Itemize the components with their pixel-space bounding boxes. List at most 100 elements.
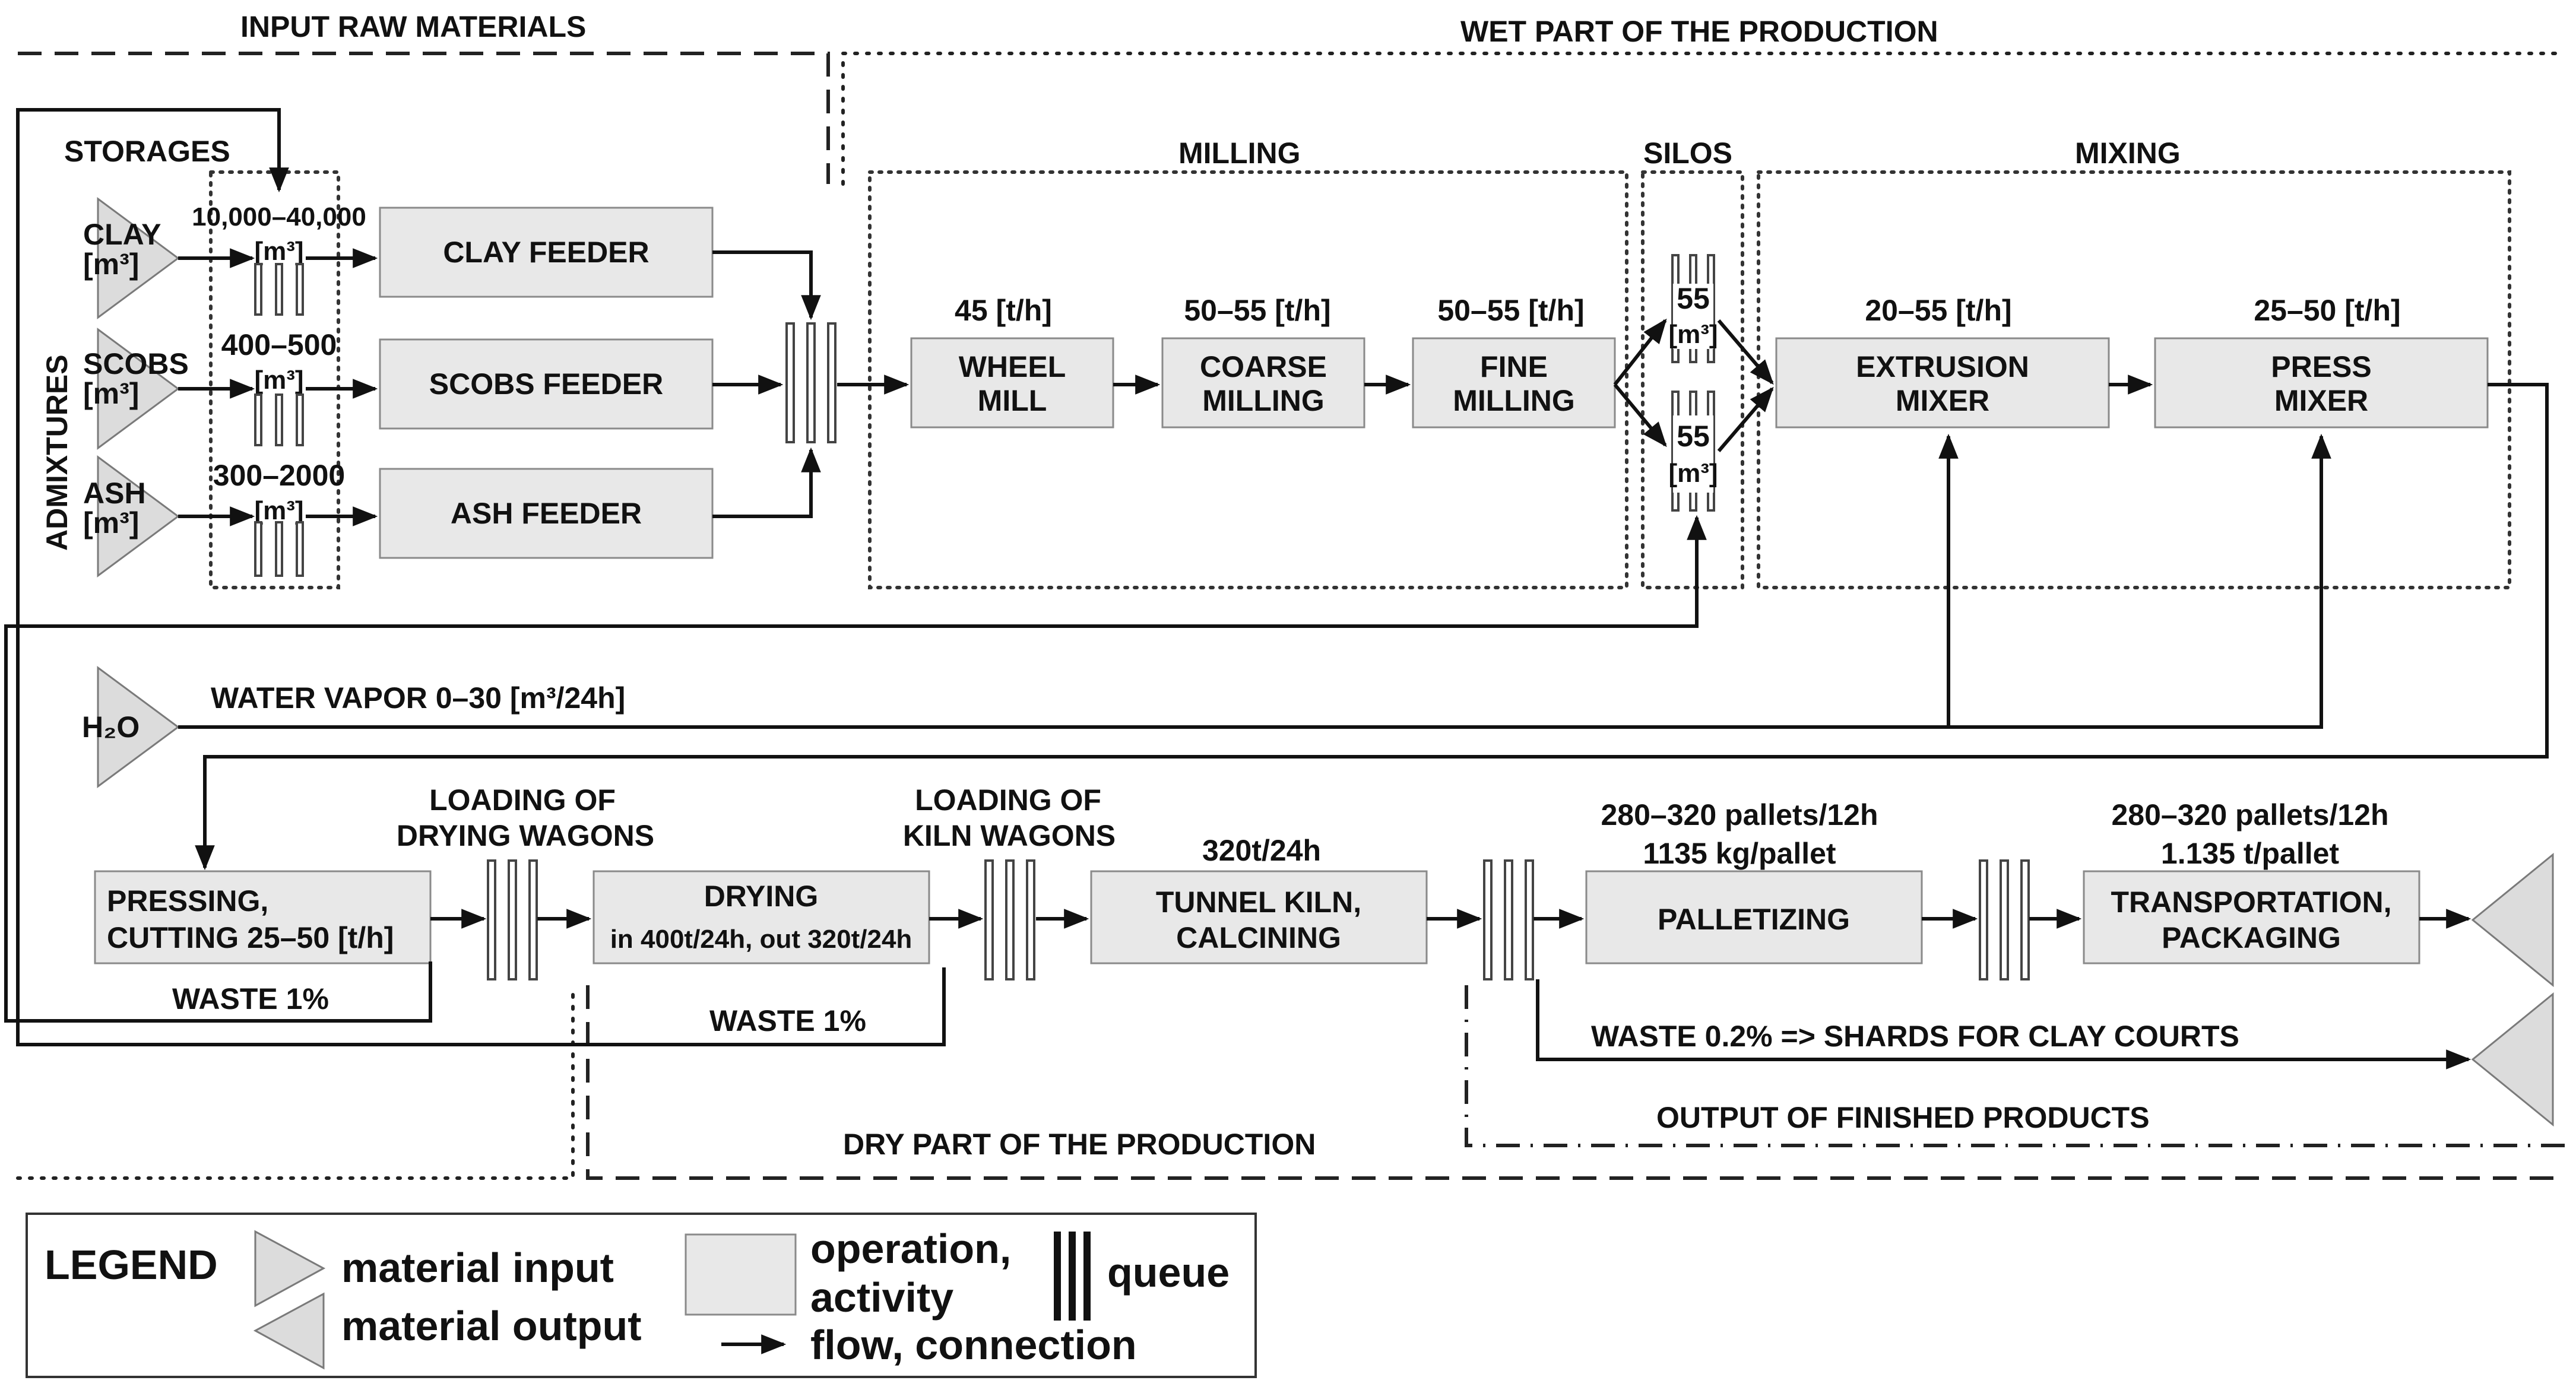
silo-1-to-mixer-flow xyxy=(1717,319,1774,385)
finished-product-output-icon xyxy=(2471,852,2554,988)
pressing-waste-return-flow xyxy=(4,515,1707,1023)
legend-material-output-icon xyxy=(253,1292,325,1370)
fine-milling-label-1: FINE xyxy=(1480,350,1548,383)
loading-kiln-label-2: KILN WAGONS xyxy=(903,819,1116,852)
ash-storage-capacity: 300–2000 xyxy=(213,459,345,492)
ash-input-unit: [m³] xyxy=(83,506,139,540)
transport-rate-2: 1.135 t/pallet xyxy=(2161,837,2339,870)
scobs-storage-queue xyxy=(254,393,304,446)
fine-to-silo-2-flow xyxy=(1613,383,1667,448)
extrusion-mixer-label-1: EXTRUSION xyxy=(1856,350,2029,383)
waste-output-icon xyxy=(2471,992,2554,1127)
ash-feeder-label: ASH FEEDER xyxy=(451,497,642,530)
drying-waste-return-flow xyxy=(16,108,946,1046)
output-part-boundary xyxy=(1465,985,2565,1147)
legend-operation-label-2: activity xyxy=(810,1274,953,1321)
clay-storage-capacity: 10,000–40,000 xyxy=(192,202,366,231)
press-mixer-to-pressing-flow xyxy=(195,383,2549,871)
milling-area xyxy=(868,170,1628,589)
palletizing-label: PALLETIZING xyxy=(1658,903,1850,936)
drying-label-2: in 400t/24h, out 320t/24h xyxy=(610,925,912,954)
scobs-feeder-box xyxy=(379,338,714,430)
palletizing-box xyxy=(1585,870,1923,964)
scobs-storage-unit: [m³] xyxy=(254,366,303,395)
silo-1-label-bg xyxy=(1673,284,1713,349)
legend-operation-label-1: operation, xyxy=(810,1226,1011,1272)
drying-box xyxy=(592,870,930,964)
scobs-feeder-label: SCOBS FEEDER xyxy=(429,367,664,401)
waste-shards-output-flow xyxy=(1536,979,2472,1070)
press-mixer-label-2: MIXER xyxy=(2274,384,2368,417)
scobs-input-label: SCOBS xyxy=(83,347,189,380)
storages-area xyxy=(209,170,340,589)
post-kiln-queue xyxy=(1483,859,1534,980)
tunnel-kiln-rate: 320t/24h xyxy=(1202,834,1321,867)
ash-feeder-to-queue-flow xyxy=(712,447,821,518)
legend-title: LEGEND xyxy=(45,1242,218,1288)
dry-part-boundary xyxy=(586,985,2565,1180)
legend-operation-icon xyxy=(685,1233,797,1316)
clay-input-icon xyxy=(97,197,180,319)
scobs-input-unit: [m³] xyxy=(83,377,139,410)
coarse-milling-label-2: MILLING xyxy=(1202,384,1325,417)
header-dry-part: DRY PART OF THE PRODUCTION xyxy=(843,1128,1316,1161)
loading-kiln-label-1: LOADING OF xyxy=(915,783,1101,817)
header-mixing: MIXING xyxy=(2075,137,2181,170)
silo-1-capacity: 55 xyxy=(1677,282,1710,315)
silo-2-capacity: 55 xyxy=(1677,420,1710,453)
silo-2-unit: [m³] xyxy=(1668,459,1718,488)
silo-2-label-bg xyxy=(1673,415,1713,493)
clay-feeder-box xyxy=(379,207,714,298)
wet-part-boundary xyxy=(841,52,2567,186)
water-input-icon xyxy=(97,666,180,788)
silos-area xyxy=(1641,170,1744,589)
water-to-press-mixer-flow xyxy=(178,433,2331,729)
kiln-wagons-queue xyxy=(984,859,1035,980)
loading-drying-label-2: DRYING WAGONS xyxy=(397,819,654,852)
pressing-cutting-label-1: PRESSING, xyxy=(107,884,268,918)
wheel-mill-label-2: MILL xyxy=(978,384,1047,417)
fine-milling-label-2: MILLING xyxy=(1453,384,1575,417)
silo-1-unit: [m³] xyxy=(1668,320,1718,349)
extrusion-mixer-rate: 20–55 [t/h] xyxy=(1865,294,2011,327)
waste-shards-label: WASTE 0.2% => SHARDS FOR CLAY COURTS xyxy=(1591,1020,2239,1053)
header-milling: MILLING xyxy=(1178,137,1301,170)
legend-material-output-label: material output xyxy=(341,1303,642,1349)
wheel-mill-label-1: WHEEL xyxy=(959,350,1066,383)
tunnel-kiln-label-1: TUNNEL KILN, xyxy=(1156,886,1361,919)
drying-waste-label: WASTE 1% xyxy=(709,1004,866,1037)
scobs-input-icon xyxy=(97,328,180,450)
wheel-mill-box xyxy=(910,337,1114,429)
palletizing-rate-2: 1135 kg/pallet xyxy=(1643,837,1836,870)
press-mixer-rate: 25–50 [t/h] xyxy=(2254,294,2400,327)
input-part-boundary xyxy=(18,52,830,184)
header-input-raw-materials: INPUT RAW MATERIALS xyxy=(240,10,586,43)
header-storages: STORAGES xyxy=(64,135,230,168)
legend-flow-label: flow, connection xyxy=(810,1322,1137,1368)
water-input-label: H₂O xyxy=(82,710,140,744)
ash-storage-queue xyxy=(254,521,304,577)
drying-label-1: DRYING xyxy=(704,880,819,913)
legend-material-input-label: material input xyxy=(341,1245,614,1291)
mixing-area xyxy=(1757,170,2511,589)
clay-feeder-to-queue-flow xyxy=(712,250,821,320)
feeder-merge-queue xyxy=(785,322,837,443)
coarse-milling-label-1: COARSE xyxy=(1200,350,1327,383)
clay-storage-queue xyxy=(254,263,304,316)
clay-feeder-label: CLAY FEEDER xyxy=(443,236,649,269)
tunnel-kiln-label-2: CALCINING xyxy=(1176,921,1341,954)
fine-milling-rate: 50–55 [t/h] xyxy=(1437,294,1584,327)
extrusion-mixer-label-2: MIXER xyxy=(1896,384,1989,417)
post-palletizing-queue xyxy=(1979,859,2030,980)
transportation-box xyxy=(2083,870,2420,964)
drying-wagons-queue xyxy=(487,859,538,980)
tunnel-kiln-box xyxy=(1090,870,1428,964)
scobs-storage-capacity: 400–500 xyxy=(221,328,337,361)
header-output-finished: OUTPUT OF FINISHED PRODUCTS xyxy=(1656,1101,2150,1134)
press-mixer-label-1: PRESS xyxy=(2271,350,2372,383)
loading-drying-label-1: LOADING OF xyxy=(429,783,616,817)
ash-storage-unit: [m³] xyxy=(254,496,303,525)
header-wet-part: WET PART OF THE PRODUCTION xyxy=(1460,15,1938,48)
clay-storage-unit: [m³] xyxy=(254,237,303,266)
wheel-mill-rate: 45 [t/h] xyxy=(955,294,1052,327)
